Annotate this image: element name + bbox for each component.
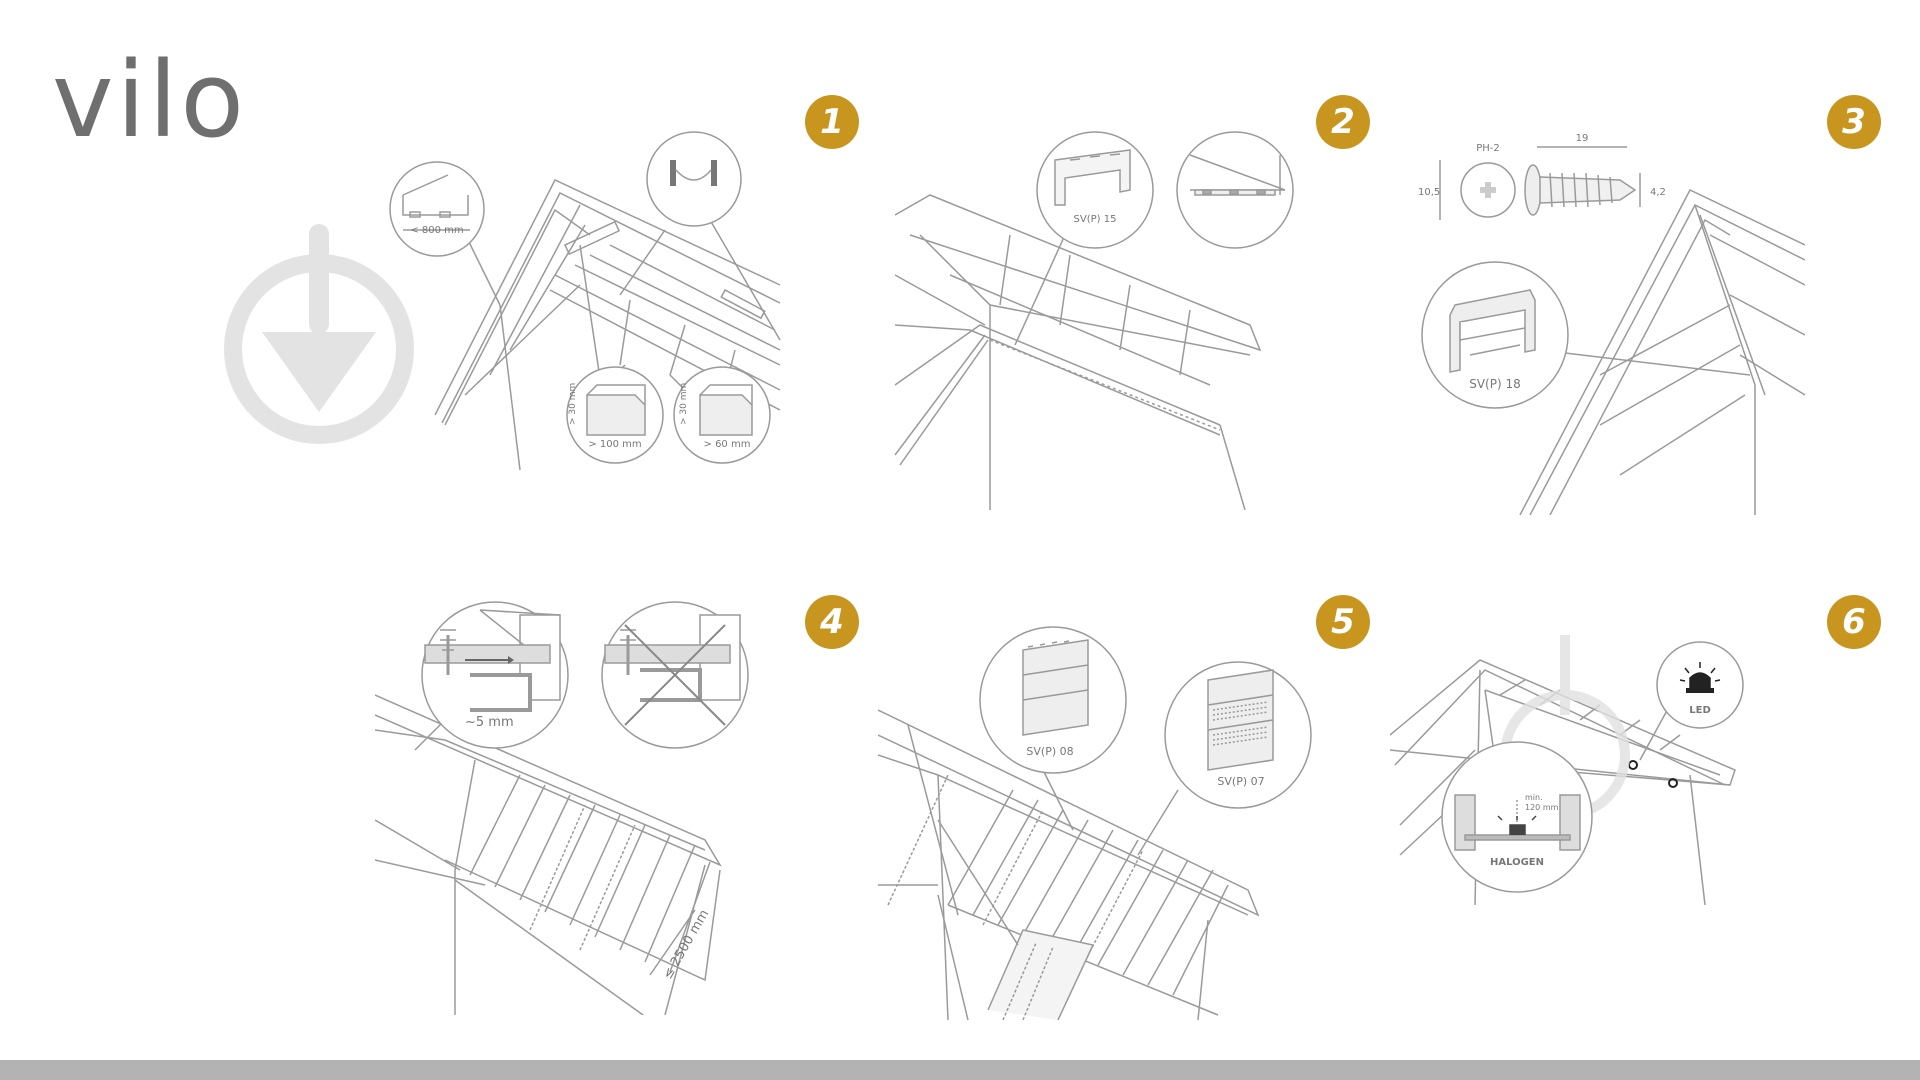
expansion-gap-label: ~5 mm	[465, 715, 514, 730]
step-badge-3: 3	[1827, 95, 1881, 149]
screw-drive-label: PH-2	[1476, 143, 1500, 154]
min-clearance-value: 120 mm	[1525, 803, 1559, 812]
step-1-illustration: < 800 mm > 30 mm > 100 mm > 30 mm > 60 m…	[380, 125, 790, 480]
step-badge-5: 5	[1316, 595, 1370, 649]
batten2-height-label: > 30 mm	[679, 383, 689, 425]
min-clearance-label: min.	[1525, 793, 1543, 802]
bottom-bar	[0, 1060, 1920, 1080]
solid-soffit-code-label: SV(P) 08	[1026, 745, 1073, 758]
led-label: LED	[1689, 705, 1711, 716]
step-badge-4: 4	[805, 595, 859, 649]
screw-head-dim: 10,5	[1418, 187, 1440, 198]
step-3-illustration: 10,5 PH-2 19 4,2 SV(P) 18	[1400, 125, 1805, 515]
step-4-illustration: ≤ 2500 mm ~5 mm	[375, 600, 775, 1015]
j-profile-code-label: SV(P) 18	[1469, 377, 1521, 391]
step-5-illustration: SV(P) 08 SV(P) 07	[878, 625, 1312, 1020]
step-2-illustration: SV(P) 15	[890, 125, 1300, 510]
download-arrow-icon	[224, 224, 414, 444]
brand-logo: vilo	[52, 39, 247, 161]
batten2-width-label: > 60 mm	[704, 439, 751, 450]
step-6-illustration: LED min. 120 mm HALOGEN	[1390, 635, 1750, 905]
profile-code-label: SV(P) 15	[1074, 214, 1117, 225]
vented-soffit-code-label: SV(P) 07	[1217, 775, 1264, 788]
screw-diameter-dim: 4,2	[1650, 187, 1666, 198]
step-badge-2: 2	[1316, 95, 1370, 149]
batten-width-label: > 100 mm	[588, 439, 641, 450]
spacing-label: < 800 mm	[410, 225, 463, 236]
screw-length-dim: 19	[1576, 133, 1589, 144]
step-badge-1: 1	[805, 95, 859, 149]
step-badge-6: 6	[1827, 595, 1881, 649]
halogen-label: HALOGEN	[1490, 857, 1544, 868]
batten-height-label: > 30 mm	[568, 383, 578, 425]
